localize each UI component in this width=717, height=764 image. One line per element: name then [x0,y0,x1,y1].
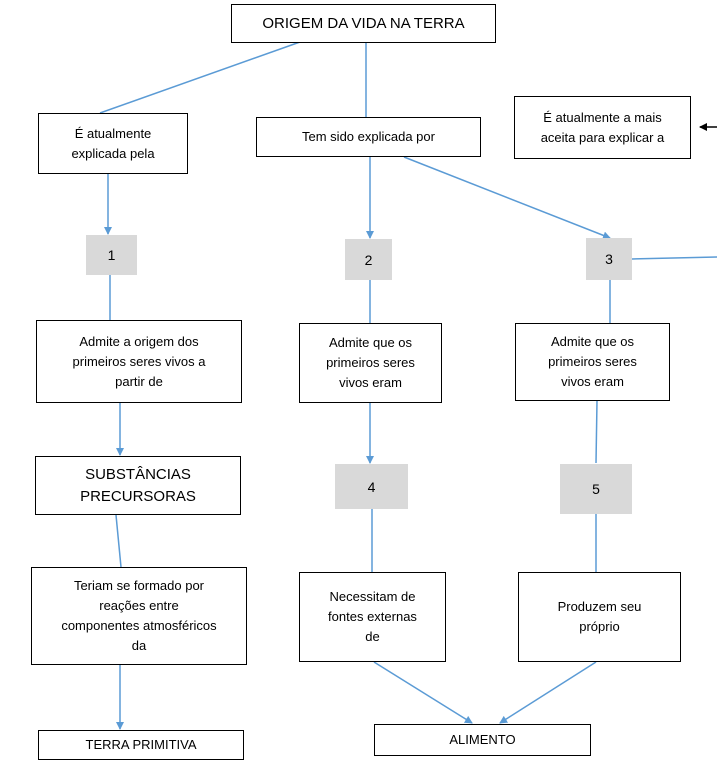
line-right-admits-to-blank5 [595,400,598,464]
box-admits-left: Admite a origem dos primeiros seres vivo… [36,320,242,403]
blank-5: 5 [560,464,632,514]
blank-4: 4 [335,464,408,509]
line-middle-to-blank3 [403,156,611,240]
box-primitive-earth: TERRA PRIMITIVA [38,730,244,760]
box-admits-right: Admite que os primeiros seres vivos eram [515,323,670,401]
box-need: Necessitam de fontes externas de [299,572,446,662]
line-title-to-left [99,41,301,114]
box-produce: Produzem seu próprio [518,572,681,662]
blank-2: 2 [345,239,392,280]
box-explained-left: É atualmente explicada pela [38,113,188,174]
box-substances: SUBSTÂNCIAS PRECURSORAS [35,456,241,515]
line-blank3-to-edge [631,256,717,260]
line-need-to-food [373,661,473,724]
blank-3: 3 [586,238,632,280]
box-formed: Teriam se formado por reações entre comp… [31,567,247,665]
box-food: ALIMENTO [374,724,591,756]
diagram-title: ORIGEM DA VIDA NA TERRA [231,4,496,43]
box-admits-middle: Admite que os primeiros seres vivos eram [299,323,442,403]
blank-1: 1 [86,235,137,275]
line-produce-to-food [499,661,597,724]
box-accepted-right: É atualmente a mais aceita para explicar… [514,96,691,159]
line-substances-to-formed [115,514,122,568]
box-explained-middle: Tem sido explicada por [256,117,481,157]
